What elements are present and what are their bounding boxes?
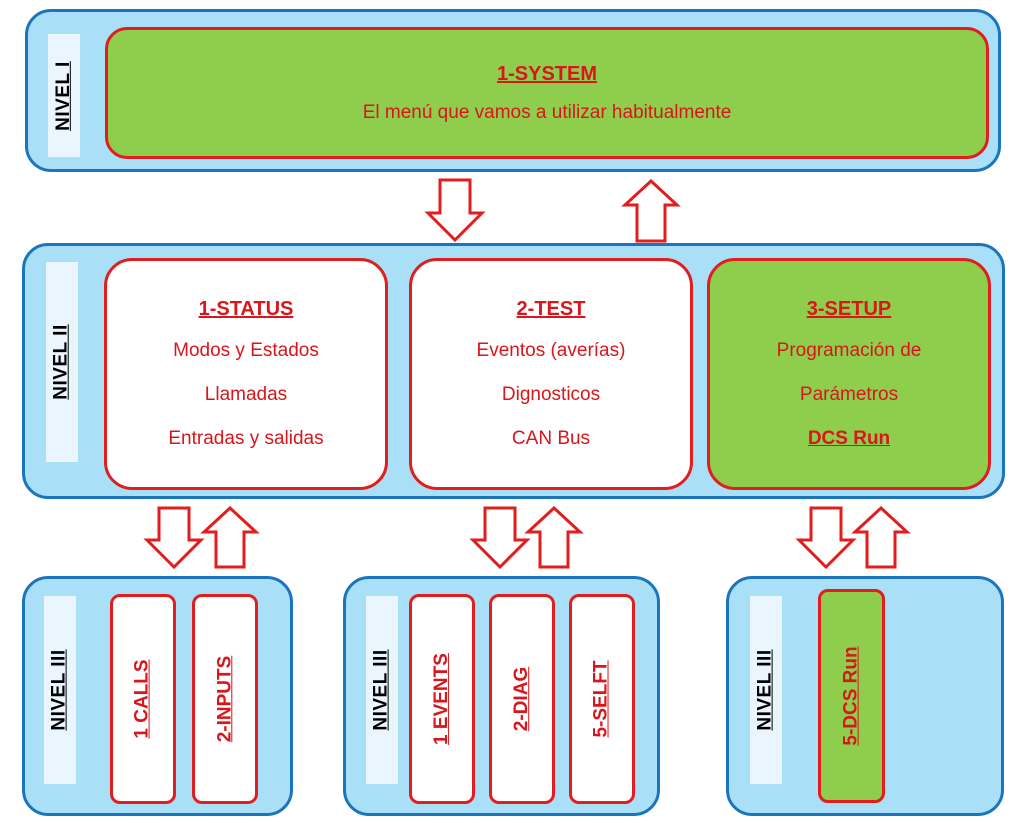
setup-line-1: Programación de xyxy=(776,340,922,361)
test-line-2: Dignosticos xyxy=(501,384,601,405)
up-arrow-setup xyxy=(851,505,911,569)
down-arrow-status xyxy=(143,506,205,570)
setup-title: 3-SETUP xyxy=(806,298,892,320)
selft-item[interactable]: 5-SELFT xyxy=(569,594,635,804)
status-line-3: Entradas y salidas xyxy=(168,428,324,449)
level-2-label: NIVEL II xyxy=(46,262,78,462)
inputs-item[interactable]: 2-INPUTS xyxy=(192,594,258,804)
down-arrow-setup xyxy=(795,506,857,570)
down-arrow-test xyxy=(469,506,531,570)
test-title: 2-TEST xyxy=(516,298,586,320)
status-title: 1-STATUS xyxy=(198,298,294,320)
test-box[interactable]: 2-TEST Eventos (averías) Dignosticos CAN… xyxy=(409,258,693,490)
down-arrow-system xyxy=(424,178,486,243)
dcs-run-item[interactable]: 5-DCS Run xyxy=(818,589,885,803)
diag-item[interactable]: 2-DIAG xyxy=(489,594,555,804)
setup-box[interactable]: 3-SETUP Programación de Parámetros DCS R… xyxy=(707,258,991,490)
status-box[interactable]: 1-STATUS Modos y Estados Llamadas Entrad… xyxy=(104,258,388,490)
level-1-label: NIVEL I xyxy=(48,34,80,157)
up-arrow-test xyxy=(524,505,584,569)
status-line-2: Llamadas xyxy=(204,384,288,405)
system-box[interactable]: 1-SYSTEM El menú que vamos a utilizar ha… xyxy=(105,27,989,159)
system-title: 1-SYSTEM xyxy=(496,62,598,85)
status-line-1: Modos y Estados xyxy=(173,340,319,361)
setup-dcs-run: DCS Run xyxy=(807,428,891,449)
test-line-1: Eventos (averías) xyxy=(476,340,626,361)
test-line-3: CAN Bus xyxy=(511,428,591,449)
events-item[interactable]: 1 EVENTS xyxy=(409,594,475,804)
level-3-test-label: NIVEL III xyxy=(366,596,398,784)
level-3-status-label: NIVEL III xyxy=(44,596,76,784)
calls-item[interactable]: 1 CALLS xyxy=(110,594,176,804)
level-3-setup-label: NIVEL III xyxy=(750,596,782,784)
up-arrow-status xyxy=(200,505,260,569)
setup-line-2: Parámetros xyxy=(799,384,899,405)
up-arrow-system xyxy=(621,178,681,243)
system-description: El menú que vamos a utilizar habitualmen… xyxy=(362,101,732,123)
